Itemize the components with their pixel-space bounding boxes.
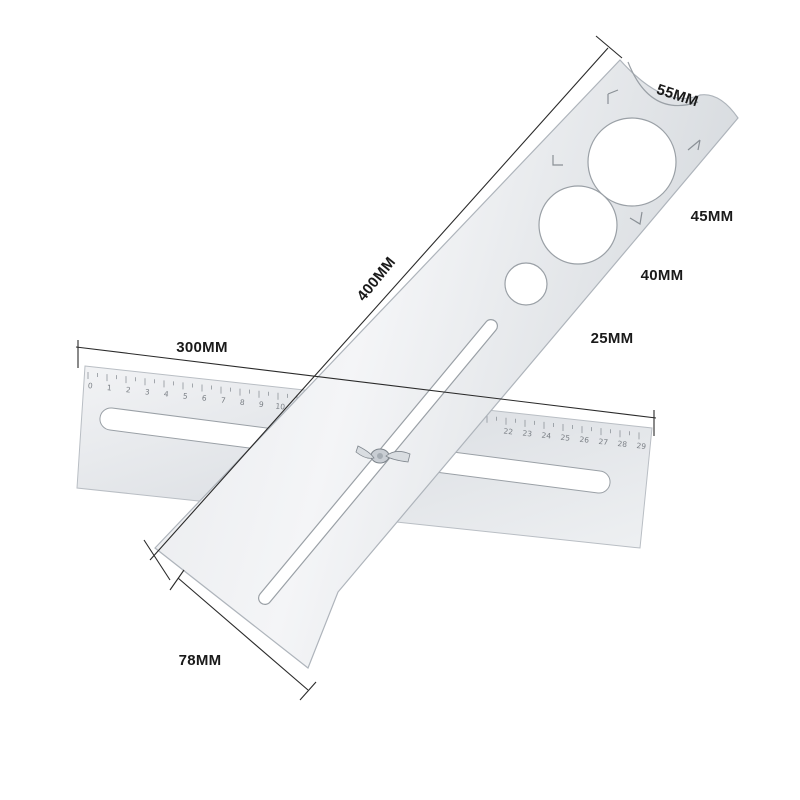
ruler-tick-number: 28 [617, 439, 628, 449]
label-400mm: 400MM [354, 254, 400, 305]
ruler-tick-number: 5 [182, 391, 188, 400]
ruler-tick-number: 6 [201, 393, 207, 402]
length-dimension-line [149, 47, 609, 561]
ruler-tick-number: 27 [598, 437, 609, 447]
hole-55mm [587, 117, 677, 207]
top-arc-notch [627, 61, 699, 107]
ruler-tick-number: 24 [541, 431, 552, 441]
ruler-tick-number: 7 [220, 396, 226, 405]
ruler-tick-number: 1 [106, 383, 112, 392]
width-dimension-line [177, 577, 309, 691]
label-300mm: 300MM [176, 339, 228, 356]
ruler-tick-number: 10 [275, 402, 286, 412]
hole-40mm [504, 262, 548, 306]
dimension-lines [75, 35, 657, 701]
ruler-tick-numbers: 01234567891011122223242526272829 [87, 381, 646, 451]
alignment-marks [552, 89, 701, 225]
ruler-tick-number: 23 [522, 429, 533, 439]
ruler-tick-number: 8 [239, 398, 245, 407]
ruler-dimension-line [75, 346, 657, 419]
ruler-tick-number: 22 [503, 427, 514, 437]
label-78mm: 78MM [179, 652, 222, 669]
label-25mm: 25MM [591, 330, 634, 347]
hole-45mm [538, 185, 618, 265]
diagonal-plate [154, 59, 739, 669]
label-40mm: 40MM [641, 267, 684, 284]
wing-nut [355, 445, 411, 464]
ruler-tick-number: 3 [144, 387, 150, 396]
ruler-tick-number: 0 [87, 381, 93, 390]
ruler-tick-number: 26 [579, 435, 590, 445]
ruler-tick-number: 9 [258, 400, 264, 409]
ruler-tick-number: 4 [163, 389, 169, 398]
ruler-tick-number: 29 [636, 441, 647, 451]
ruler-tick-number: 25 [560, 433, 571, 443]
label-45mm: 45MM [691, 208, 734, 225]
ruler-tick-number: 2 [125, 385, 131, 394]
